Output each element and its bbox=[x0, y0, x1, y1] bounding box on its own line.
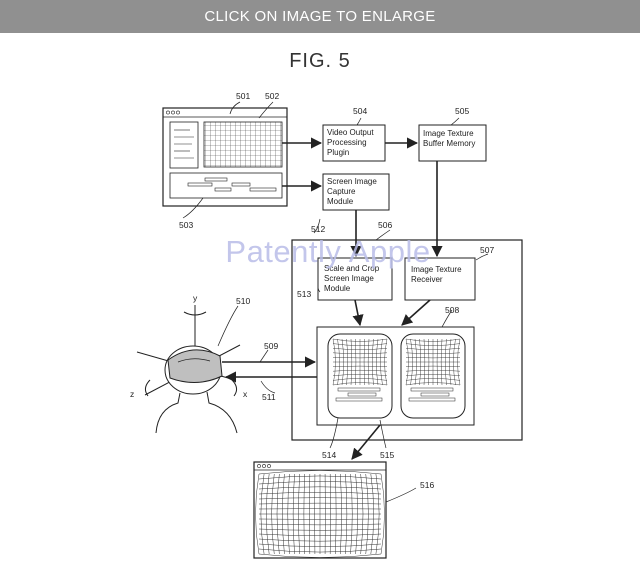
warp-line bbox=[258, 523, 382, 526]
desktop-screen bbox=[162, 107, 288, 207]
figure-title: FIG. 5 bbox=[289, 50, 351, 72]
axis-z-label: z bbox=[130, 389, 134, 399]
warp-line bbox=[258, 486, 382, 490]
texture-receiver-line-2: Receiver bbox=[411, 275, 443, 284]
warp-line bbox=[405, 365, 461, 367]
ref-515: 515 bbox=[380, 450, 394, 460]
scale-crop-line-1: Scale and Crop bbox=[324, 264, 380, 273]
ref-509: 509 bbox=[264, 341, 278, 351]
texture-receiver-block: Image Texture Receiver bbox=[404, 257, 476, 301]
ref-503: 503 bbox=[179, 220, 193, 230]
warp-line bbox=[405, 347, 461, 350]
video-output-line-2: Processing bbox=[327, 138, 367, 147]
warp-line bbox=[405, 382, 461, 386]
output-window bbox=[253, 461, 387, 559]
ref-501: 501 bbox=[236, 91, 250, 101]
warp-line bbox=[332, 357, 388, 359]
warp-line bbox=[332, 382, 388, 386]
leader-lines bbox=[182, 101, 489, 503]
right-eye-view bbox=[400, 333, 466, 419]
warp-line bbox=[405, 369, 461, 372]
warp-line bbox=[405, 378, 461, 381]
left-eye-view bbox=[327, 333, 393, 419]
scale-crop-block: Scale and Crop Screen Image Module bbox=[317, 257, 393, 301]
warp-line bbox=[255, 473, 260, 555]
ref-508: 508 bbox=[445, 305, 459, 315]
warp-line bbox=[405, 343, 461, 346]
warp-line bbox=[405, 357, 461, 359]
video-output-line-1: Video Output bbox=[327, 128, 374, 137]
warp-line bbox=[258, 533, 382, 536]
warp-line bbox=[332, 343, 388, 346]
ref-505: 505 bbox=[455, 106, 469, 116]
texture-buffer-block: Image Texture Buffer Memory bbox=[418, 124, 487, 162]
texture-buffer-line-2: Buffer Memory bbox=[423, 139, 475, 148]
screen-capture-block: Screen Image Capture Module bbox=[322, 173, 390, 211]
screen-capture-line-1: Screen Image bbox=[327, 177, 377, 186]
video-output-block: Video Output Processing Plugin bbox=[322, 124, 386, 162]
connectors bbox=[222, 137, 443, 460]
screen-capture-line-3: Module bbox=[327, 197, 354, 206]
warp-line bbox=[332, 374, 388, 377]
processing-container bbox=[291, 239, 523, 441]
warp-line bbox=[258, 492, 382, 495]
warp-line bbox=[332, 378, 388, 381]
warp-line bbox=[332, 338, 388, 342]
warp-line bbox=[258, 548, 382, 553]
ref-504: 504 bbox=[353, 106, 367, 116]
warp-line bbox=[258, 475, 382, 480]
video-output-line-3: Plugin bbox=[327, 148, 349, 157]
warp-line bbox=[405, 352, 461, 355]
warp-line bbox=[332, 369, 388, 372]
enlarge-banner[interactable]: CLICK ON IMAGE TO ENLARGE bbox=[0, 0, 640, 33]
warp-line bbox=[380, 473, 385, 555]
enlarge-banner-label: CLICK ON IMAGE TO ENLARGE bbox=[204, 8, 436, 25]
ref-507: 507 bbox=[480, 245, 494, 255]
stereo-display-box bbox=[316, 326, 475, 426]
warp-line bbox=[258, 528, 382, 531]
warp-line bbox=[258, 481, 382, 485]
warp-line bbox=[258, 502, 382, 505]
user-with-headset bbox=[136, 305, 241, 434]
scale-crop-line-3: Module bbox=[324, 284, 351, 293]
scale-crop-line-2: Screen Image bbox=[324, 274, 374, 283]
screen-capture-line-2: Capture bbox=[327, 187, 356, 196]
warp-line bbox=[332, 347, 388, 350]
texture-receiver-line-1: Image Texture bbox=[411, 265, 462, 274]
ref-502: 502 bbox=[265, 91, 279, 101]
warp-line bbox=[405, 338, 461, 342]
axis-y-label: y bbox=[193, 293, 198, 303]
warp-line bbox=[405, 374, 461, 377]
warp-line bbox=[258, 543, 382, 547]
texture-buffer-line-1: Image Texture bbox=[423, 129, 474, 138]
reference-numerals: 501 502 503 504 505 506 507 508 509 510 … bbox=[179, 91, 494, 490]
ref-512: 512 bbox=[311, 224, 325, 234]
warp-line bbox=[258, 470, 382, 475]
warp-line bbox=[258, 538, 382, 542]
warp-line bbox=[332, 365, 388, 367]
warp-line bbox=[258, 553, 382, 558]
ref-506: 506 bbox=[378, 220, 392, 230]
ref-510: 510 bbox=[236, 296, 250, 306]
warp-line bbox=[332, 352, 388, 355]
ref-516: 516 bbox=[420, 480, 434, 490]
ref-511: 511 bbox=[262, 392, 276, 402]
ref-513: 513 bbox=[297, 289, 311, 299]
ref-514: 514 bbox=[322, 450, 336, 460]
axis-x-label: x bbox=[243, 389, 248, 399]
warp-line bbox=[258, 497, 382, 500]
